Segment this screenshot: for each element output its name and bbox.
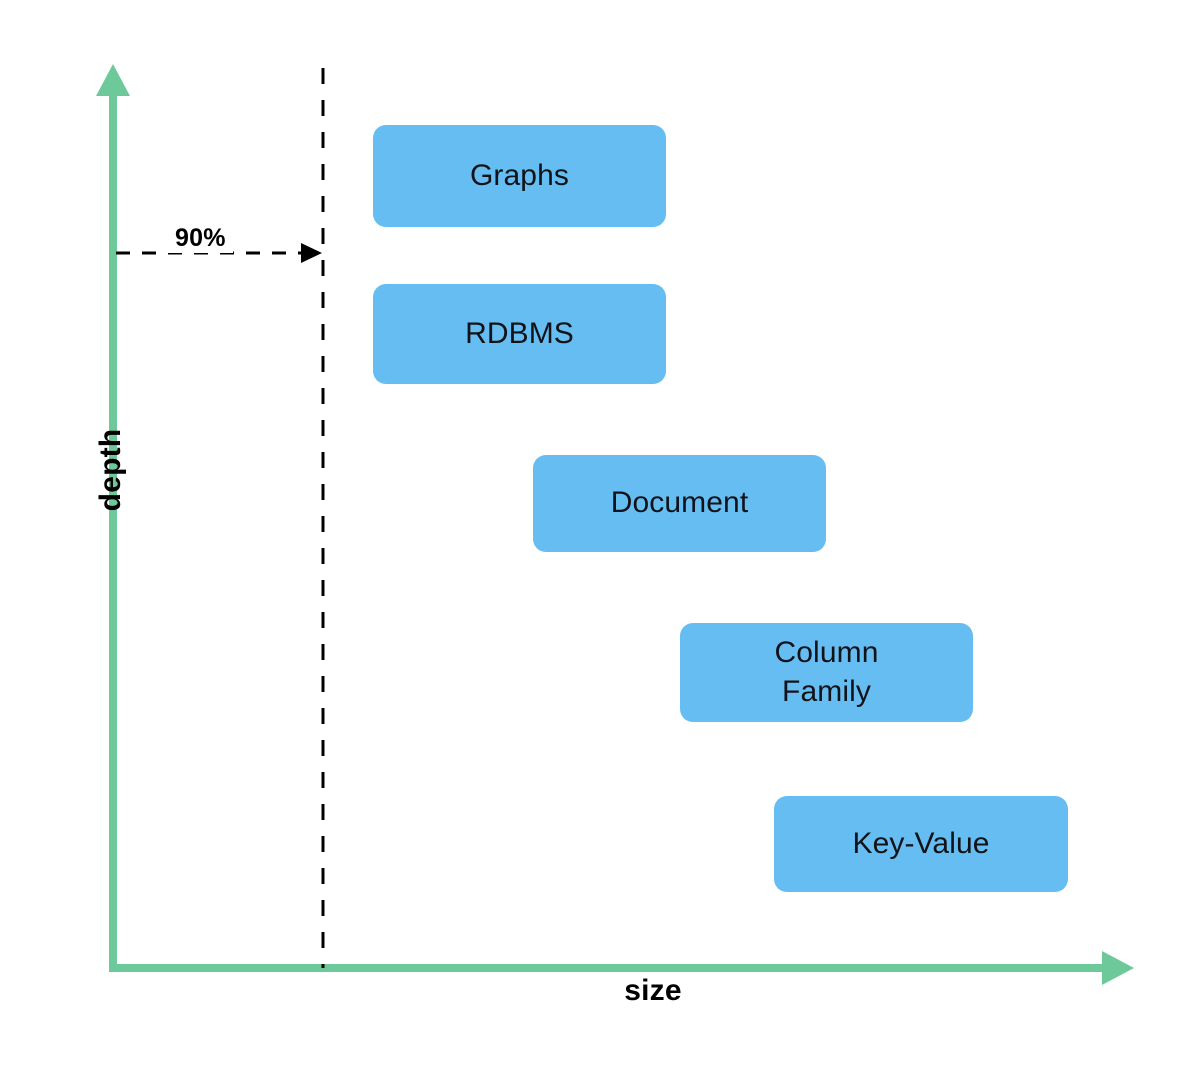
x-axis — [109, 951, 1134, 985]
x-axis-arrowhead-icon — [1102, 951, 1134, 985]
y-axis — [96, 64, 130, 968]
x-axis-label: size — [624, 974, 682, 1007]
node-box-key-value[interactable]: Key-Value — [774, 796, 1068, 892]
threshold-percentage-label: 90% — [168, 224, 233, 253]
threshold-arrowhead-icon — [301, 243, 322, 263]
node-box-column-family[interactable]: Column Family — [680, 623, 973, 722]
node-box-document[interactable]: Document — [533, 455, 826, 552]
node-box-rdbms[interactable]: RDBMS — [373, 284, 666, 384]
threshold-measure-arrow — [116, 243, 322, 263]
y-axis-arrowhead-icon — [96, 64, 130, 96]
y-axis-label: depth — [94, 428, 127, 512]
node-box-graphs[interactable]: Graphs — [373, 125, 666, 227]
